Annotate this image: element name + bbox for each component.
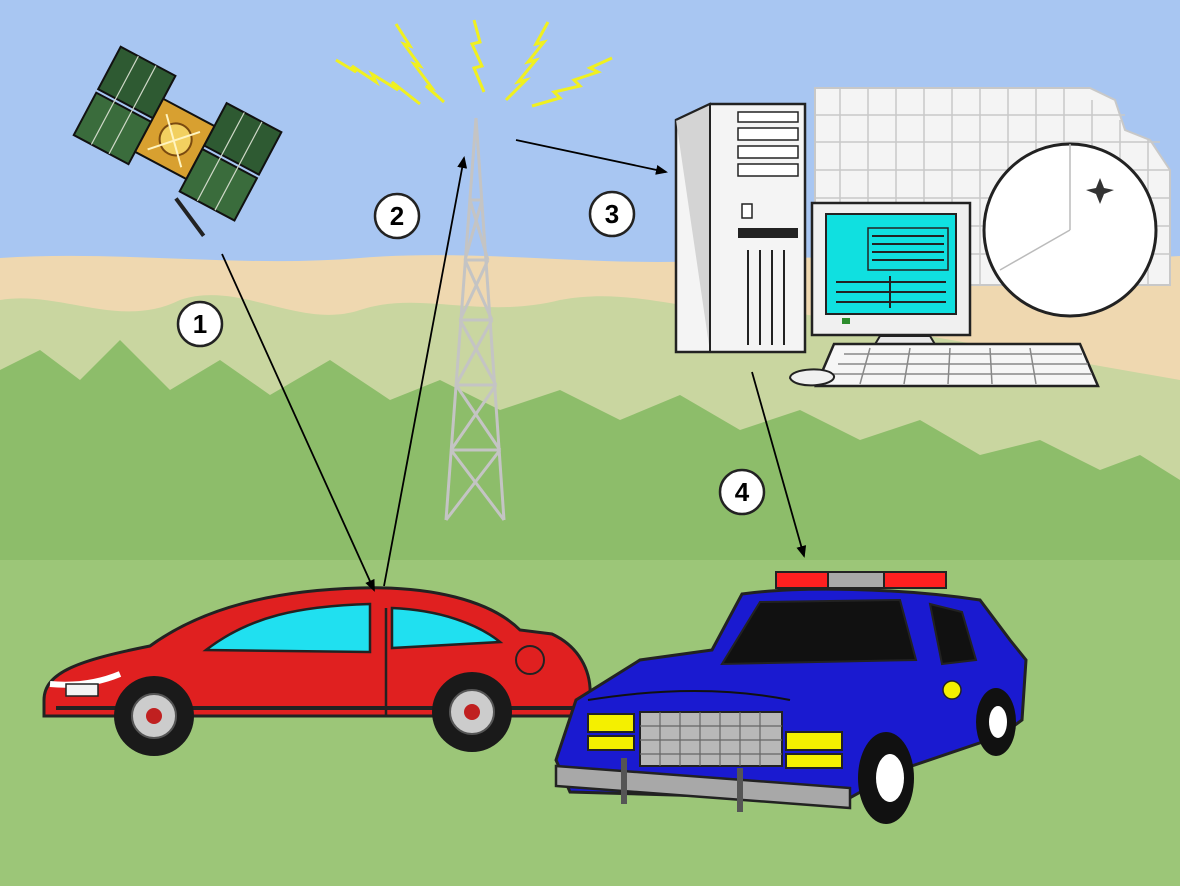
step-badge-1: 1 [178, 302, 222, 346]
keyboard [816, 344, 1098, 386]
computer-tower [676, 104, 805, 352]
police-car-rear-wheel [976, 688, 1016, 756]
step-number-2: 2 [390, 201, 404, 231]
police-car-grille [640, 712, 782, 766]
mouse [790, 369, 834, 385]
step-badge-4: 4 [720, 470, 764, 514]
red-car-rear-wheel [432, 672, 512, 752]
step-badge-3: 3 [590, 192, 634, 236]
step-number-1: 1 [193, 309, 207, 339]
step-number-3: 3 [605, 199, 619, 229]
police-light-bar [776, 572, 946, 588]
red-car-front-wheel [114, 676, 194, 756]
step-number-4: 4 [735, 477, 750, 507]
radar-dish-icon [984, 144, 1156, 316]
computer-monitor [812, 203, 970, 346]
police-car-front-wheel [858, 732, 914, 824]
step-badge-2: 2 [375, 194, 419, 238]
